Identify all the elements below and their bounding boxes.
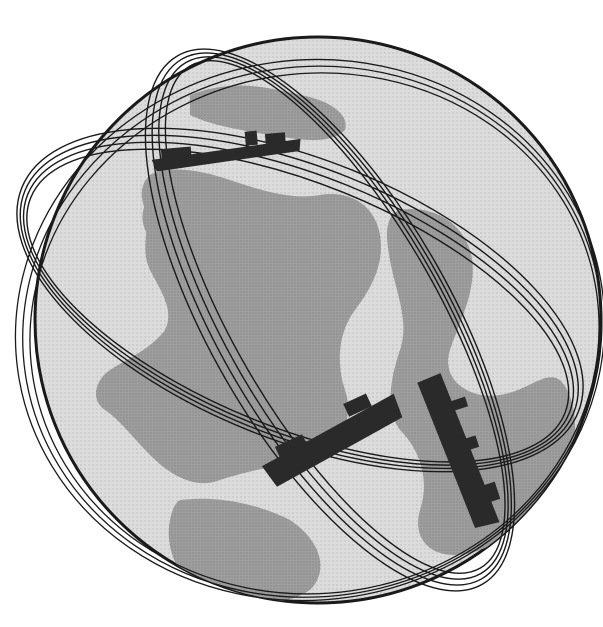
illustration-stage (0, 0, 603, 627)
globe-illustration (0, 0, 603, 627)
